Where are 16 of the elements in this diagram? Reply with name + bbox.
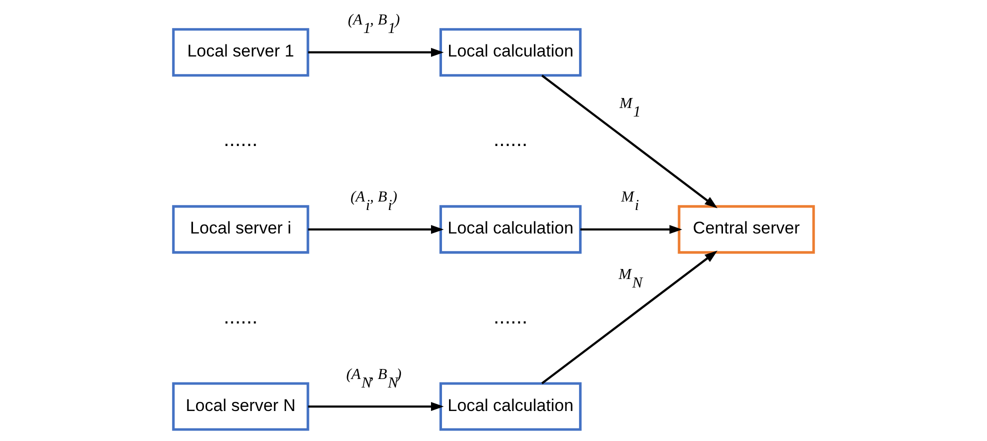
node-box: Central server <box>678 205 815 254</box>
label: ...... <box>224 129 258 152</box>
label: ...... <box>494 306 528 328</box>
label: ...... <box>224 306 258 328</box>
label: ...... <box>494 129 528 152</box>
arrow <box>580 224 682 234</box>
node-box: Local server i <box>172 205 310 254</box>
node-box: Local server N <box>172 382 310 431</box>
arrow <box>308 402 444 411</box>
node-box: Local server 1 <box>172 28 310 77</box>
node-box: Local calculation <box>439 382 582 431</box>
arrow <box>541 250 718 384</box>
arrow <box>308 224 444 234</box>
node-box: Local calculation <box>439 205 582 254</box>
arrow <box>308 48 444 57</box>
node-box: Local calculation <box>439 28 582 77</box>
